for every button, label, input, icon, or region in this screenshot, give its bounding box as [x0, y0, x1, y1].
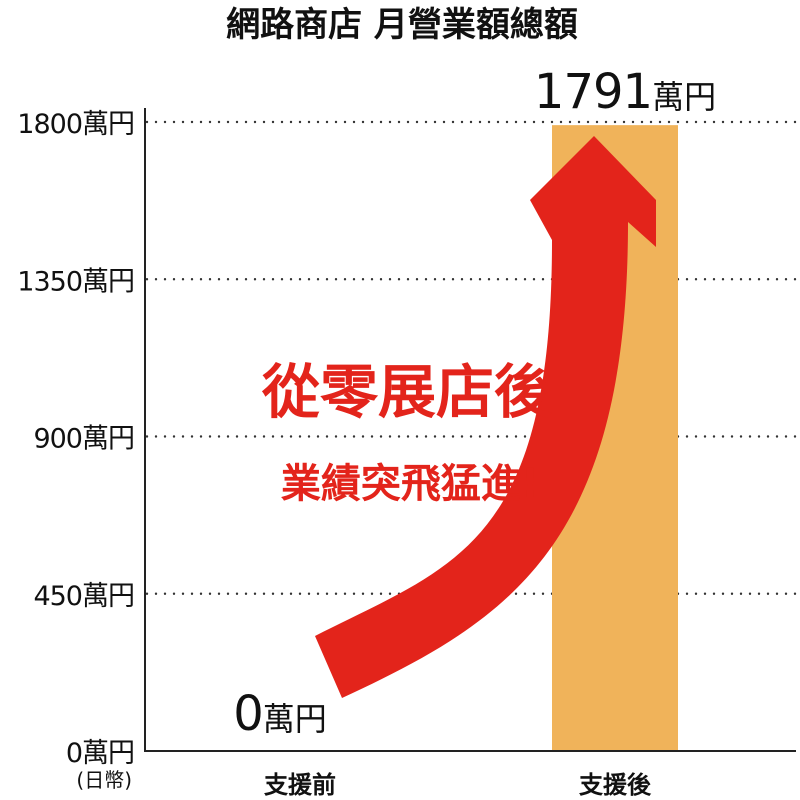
value-labels: 0萬円 1791萬円 — [233, 64, 716, 742]
annotation-headline: 從零展店後 — [261, 358, 553, 426]
axes — [144, 108, 796, 752]
value-label-1: 1791萬円 — [534, 64, 716, 120]
y-unit-note: (日幣) — [76, 768, 132, 792]
y-tick-labels: 0萬円 450萬円 900萬円 1350萬円 1800萬円 — [17, 109, 135, 769]
value-label-0: 0萬円 — [233, 686, 327, 742]
y-tick-label-1: 450萬円 — [33, 581, 134, 612]
y-tick-label-4: 1800萬円 — [17, 109, 134, 140]
y-tick-label-2: 900萬円 — [33, 424, 134, 455]
growth-arrow — [315, 136, 656, 698]
annotation-subline: 業績突飛猛進! — [281, 461, 539, 507]
x-tick-label-0: 支援前 — [264, 771, 336, 799]
chart-title: 網路商店 月營業額總額 — [226, 5, 578, 45]
x-tick-labels: 支援前 支援後 — [264, 771, 652, 799]
y-tick-label-0: 0萬円 — [66, 738, 134, 769]
x-tick-label-1: 支援後 — [579, 771, 652, 799]
y-tick-label-3: 1350萬円 — [17, 266, 134, 297]
